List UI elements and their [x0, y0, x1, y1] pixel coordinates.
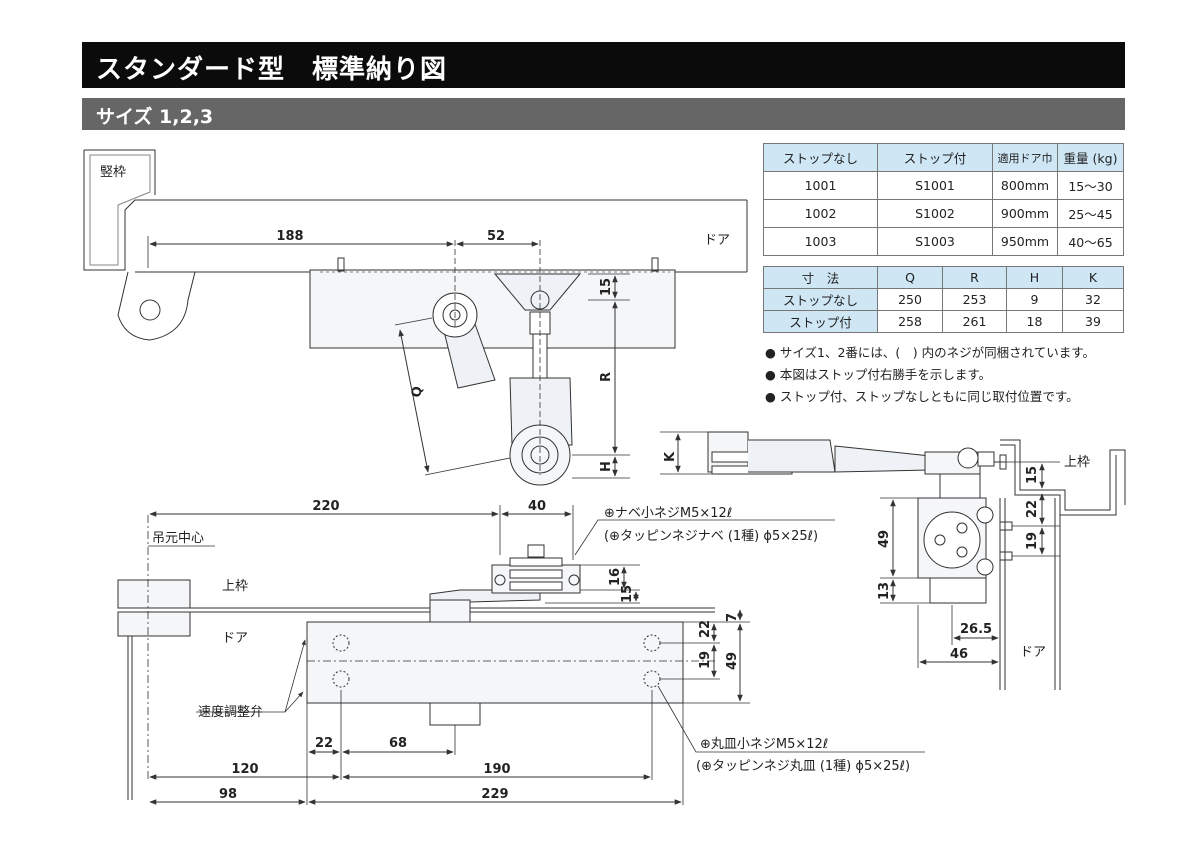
side-door-label: ドア	[1020, 645, 1046, 660]
table-cell: 1002	[763, 199, 878, 228]
dim-22-side: 22	[1025, 500, 1040, 518]
note-item: ● 本図はストップ付右勝手を示します。	[765, 367, 992, 382]
table-header: 重量 (kg)	[1057, 143, 1124, 172]
side-view	[660, 431, 1126, 690]
upper-frame-label: 上枠	[222, 579, 248, 594]
top-view-labels: 竪枠 ドア 188 52 15 R H Q	[100, 165, 730, 472]
page-title: スタンダード型 標準納り図	[96, 55, 448, 85]
note-item: ● サイズ1、2番には、( ) 内のネジが同梱されています。	[765, 345, 1096, 360]
side-upper-frame-label: 上枠	[1064, 455, 1090, 470]
model-table: ストップなし ストップ付 適用ドア巾 重量 (kg) 1001 S1001 80…	[763, 143, 1124, 256]
table-header: Q	[877, 266, 943, 289]
arm-bracket	[493, 273, 582, 311]
table-cell: 32	[1062, 288, 1124, 311]
screw-top-label: ⊕ナベ小ネジM5×12ℓ	[604, 506, 732, 521]
table-header-row: 寸 法 Q R H K	[763, 266, 1124, 289]
dim-49-side: 49	[877, 530, 892, 548]
dim-46: 46	[950, 647, 968, 662]
table-cell: 1003	[763, 227, 878, 256]
table-cell: 253	[942, 288, 1007, 311]
hinge-pin-icon	[139, 299, 161, 321]
subtitle-bar: サイズ 1,2,3	[82, 98, 1125, 130]
table-header: 寸 法	[763, 266, 878, 289]
note-item: ● ストップ付、ストップなしともに同じ取付位置です。	[765, 389, 1079, 404]
table-cell: 15～30	[1057, 171, 1124, 200]
screw-top-alt-label: (⊕タッピンネジナベ (1種) ϕ5×25ℓ)	[604, 528, 818, 544]
dim-H: H	[599, 461, 614, 472]
dim-229: 229	[481, 787, 508, 802]
side-upper-frame	[1000, 439, 1126, 511]
table-header: ストップ付	[877, 143, 993, 172]
dim-98: 98	[219, 787, 237, 802]
vertical-frame	[83, 150, 747, 271]
dim-16: 16	[608, 568, 623, 586]
dim-7: 7	[725, 613, 740, 622]
dimension-table: 寸 法 Q R H K ストップなし 250 253 9 32 ストップ付 25…	[763, 266, 1124, 333]
frame-label: 竪枠	[100, 165, 126, 180]
dim-R: R	[599, 372, 614, 382]
top-view	[83, 149, 748, 486]
table-cell: 39	[1062, 310, 1124, 333]
hinge-lobe	[117, 271, 196, 341]
table-header: 適用ドア巾	[992, 143, 1058, 172]
dim-22-bottom: 22	[315, 736, 333, 751]
dim-190: 190	[483, 762, 510, 777]
dim-40: 40	[528, 499, 546, 514]
front-view	[117, 505, 925, 805]
table-header-row: ストップなし ストップ付 適用ドア巾 重量 (kg)	[763, 143, 1124, 172]
table-cell: 25～45	[1057, 199, 1124, 228]
closer-body	[309, 269, 676, 349]
table-row: 1001 S1001 800mm 15～30	[763, 171, 1124, 200]
dim-220: 220	[312, 499, 339, 514]
table-cell: 261	[942, 310, 1007, 333]
screw-bottom-alt-label: (⊕タッピンネジ丸皿 (1種) ϕ5×25ℓ)	[696, 758, 910, 774]
dim-22-front: 22	[698, 620, 713, 638]
dim-Q: Q	[409, 385, 426, 398]
valve-label: 速度調整弁	[198, 704, 263, 720]
dim-15-front: 15	[620, 585, 635, 603]
table-cell: S1002	[877, 199, 993, 228]
dim-52: 52	[487, 229, 505, 244]
hinge-block-upper	[117, 579, 191, 609]
door-label: ドア	[704, 233, 730, 248]
dim-19-front: 19	[698, 651, 713, 669]
title-bar: スタンダード型 標準納り図	[82, 42, 1125, 88]
dim-49-front: 49	[725, 652, 740, 670]
dim-68: 68	[389, 736, 407, 751]
page-subtitle: サイズ 1,2,3	[96, 106, 214, 128]
table-cell: S1003	[877, 227, 993, 256]
table-header: ストップなし	[763, 143, 878, 172]
table-cell: 950mm	[992, 227, 1058, 256]
front-door-label: ドア	[222, 631, 248, 646]
dim-188: 188	[276, 229, 303, 244]
dim-15-top: 15	[599, 278, 614, 296]
side-arm	[748, 439, 836, 473]
dim-120: 120	[231, 762, 258, 777]
table-cell: 18	[1006, 310, 1063, 333]
dim-15-side: 15	[1025, 466, 1040, 484]
front-view-labels: 吊元中心 上枠 ドア 速度調整弁 ⊕ナベ小ネジM5×12ℓ (⊕タッピンネジナベ…	[152, 499, 910, 802]
table-row: 1003 S1003 950mm 40～65	[763, 227, 1124, 256]
table-cell: ストップなし	[763, 288, 878, 311]
table-row: ストップ付 258 261 18 39	[763, 310, 1124, 333]
hinge-block-lower	[117, 611, 191, 637]
side-view-labels: K 15 22 19 49 13 26.5 46 上枠 ドア	[663, 451, 1090, 662]
dim-K: K	[663, 451, 678, 462]
dim-19-side: 19	[1025, 532, 1040, 550]
dim-26-5: 26.5	[960, 622, 992, 637]
dim-13-side: 13	[877, 582, 892, 600]
table-cell: 40～65	[1057, 227, 1124, 256]
hinge-center-label: 吊元中心	[152, 531, 204, 546]
screw-bottom-label: ⊕丸皿小ネジM5×12ℓ	[700, 737, 828, 752]
front-closer-body	[306, 621, 684, 704]
notes: ● サイズ1、2番には、( ) 内のネジが同梱されています。 ● 本図はストップ…	[765, 342, 1095, 408]
